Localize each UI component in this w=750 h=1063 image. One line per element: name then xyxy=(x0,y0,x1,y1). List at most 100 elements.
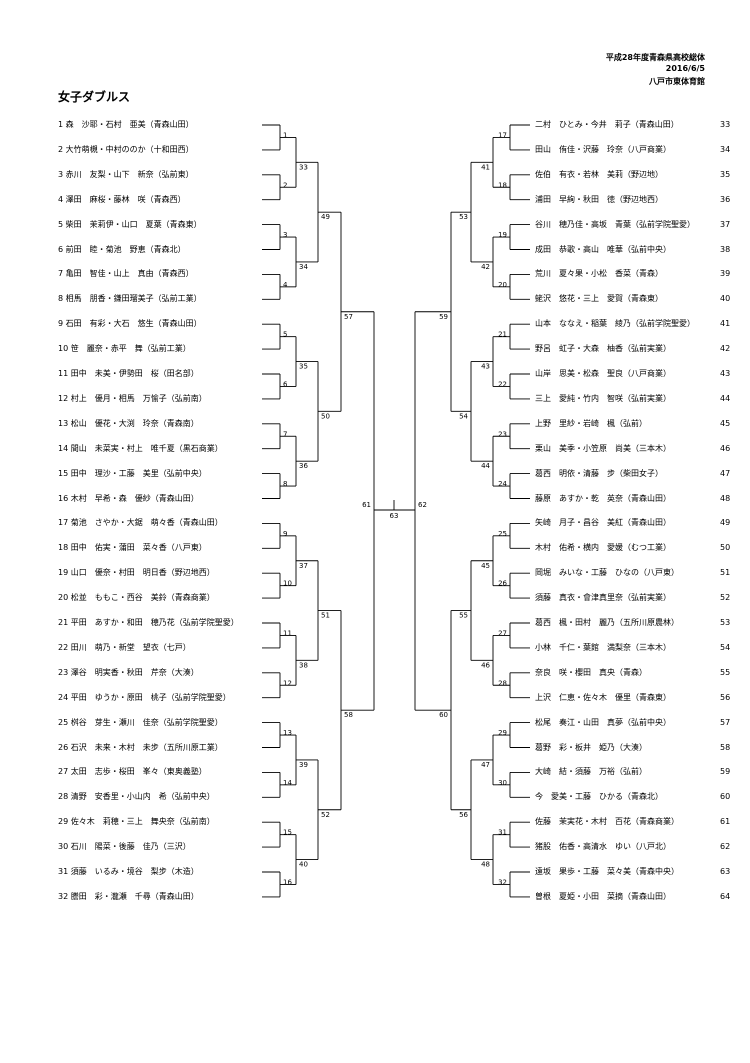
left-entry: 5 柴田 茉莉伊・山口 夏葉（青森東） xyxy=(58,219,202,229)
right-seed-number: 40 xyxy=(720,294,731,304)
right-seed-number: 37 xyxy=(720,219,731,229)
right-seed-number: 44 xyxy=(720,393,731,403)
right-seed-number: 54 xyxy=(720,642,731,652)
match-label: 35 xyxy=(299,363,308,371)
match-label: 54 xyxy=(459,412,468,420)
right-entry: 荒川 夏々果・小松 香菜（青森） xyxy=(535,269,663,279)
right-entry: 三上 愛純・竹内 智咲（弘前実業） xyxy=(535,393,671,403)
match-label: 57 xyxy=(344,313,353,321)
match-label: 43 xyxy=(481,363,490,371)
right-seed-number: 45 xyxy=(720,418,731,428)
right-seed-number: 57 xyxy=(720,717,731,727)
right-seed-number: 58 xyxy=(720,742,731,752)
match-label: 39 xyxy=(299,761,308,769)
match-label: 19 xyxy=(498,231,507,239)
right-entry: 谷川 穂乃佳・高坂 青葉（弘前学院聖愛） xyxy=(535,219,695,229)
match-label: 15 xyxy=(283,829,292,837)
match-label: 2 xyxy=(283,181,287,189)
left-entry: 10 笹 麗奈・赤平 舞（弘前工業） xyxy=(58,344,191,354)
right-seed-number: 48 xyxy=(720,493,731,503)
match-label: 21 xyxy=(498,331,507,339)
right-seed-number: 49 xyxy=(720,518,731,528)
match-label: 40 xyxy=(299,861,308,869)
right-seed-number: 59 xyxy=(720,767,731,777)
left-entry: 4 澤田 麻桜・藤林 咲（青森西） xyxy=(58,194,186,204)
right-seed-number: 53 xyxy=(720,618,731,627)
match-label: 42 xyxy=(481,263,490,271)
right-entry: 二村 ひとみ・今井 莉子（青森山田） xyxy=(535,120,679,129)
left-entry: 7 亀田 智佳・山上 真由（青森西） xyxy=(58,269,194,279)
left-entry: 19 山口 優奈・村田 明日香（野辺地西） xyxy=(58,568,215,578)
right-seed-number: 56 xyxy=(720,692,731,702)
right-entry: 須藤 真衣・會津真里奈（弘前実業） xyxy=(535,593,671,603)
match-label: 7 xyxy=(283,430,287,438)
match-label: 28 xyxy=(498,679,507,687)
left-entry: 21 平田 あすか・和田 穂乃花（弘前学院聖愛） xyxy=(58,618,239,627)
right-seed-number: 33 xyxy=(720,120,731,129)
match-label: 16 xyxy=(283,878,292,886)
match-label: 44 xyxy=(481,462,490,470)
match-label: 50 xyxy=(321,412,330,420)
right-entry: 奈良 咲・櫻田 真央（青森） xyxy=(535,667,647,677)
left-entry: 17 菊池 さやか・大鋸 萌々香（青森山田） xyxy=(58,518,223,528)
match-label: 62 xyxy=(418,501,427,509)
match-label: 48 xyxy=(481,861,490,869)
match-label: 33 xyxy=(299,163,308,171)
match-label: 52 xyxy=(321,811,330,819)
right-entry: 葛西 楓・田村 麗乃（五所川原農林） xyxy=(535,618,679,627)
left-entry: 29 佐々木 莉穂・三上 舞央奈（弘前南） xyxy=(58,817,215,827)
match-label: 47 xyxy=(481,761,490,769)
right-entry: 葛西 明依・清藤 步（柴田女子） xyxy=(535,468,663,478)
match-label: 58 xyxy=(344,711,353,719)
right-seed-number: 50 xyxy=(720,543,731,553)
right-seed-number: 36 xyxy=(720,194,731,204)
right-entry: 栗山 美季・小笠原 尚美（三本木） xyxy=(535,443,671,453)
left-entry: 15 田中 理沙・工藤 美里（弘前中央） xyxy=(58,468,207,478)
right-entry: 山本 ななえ・稲葉 綾乃（弘前学院聖愛） xyxy=(535,319,695,329)
right-seed-number: 55 xyxy=(720,667,731,677)
match-label: 38 xyxy=(299,661,308,669)
right-entry: 野呂 虹子・大森 柚香（弘前実業） xyxy=(535,344,671,354)
right-seed-number: 63 xyxy=(720,867,731,876)
match-label: 34 xyxy=(299,263,308,271)
match-label: 12 xyxy=(283,679,292,687)
right-entry: 田山 侑佳・沢藤 玲奈（八戸商業） xyxy=(535,144,671,154)
match-label: 32 xyxy=(498,878,507,886)
match-label: 25 xyxy=(498,530,507,538)
left-entry: 23 澤谷 明実香・秋田 芹奈（大湊） xyxy=(58,667,199,677)
match-label: 22 xyxy=(498,380,507,388)
right-entry: 曽根 夏姫・小田 菜摘（青森山田） xyxy=(535,891,671,901)
match-label: 9 xyxy=(283,530,287,538)
match-label: 18 xyxy=(498,181,507,189)
right-seed-number: 35 xyxy=(720,169,731,179)
right-seed-number: 64 xyxy=(720,891,731,901)
right-seed-number: 52 xyxy=(720,593,731,603)
left-entry: 28 清野 安香里・小山内 希（弘前中央） xyxy=(58,792,215,802)
right-entry: 松尾 奏江・山田 真夢（弘前中央） xyxy=(535,717,671,727)
right-entry: 小林 千仁・葉館 満梨奈（三本木） xyxy=(535,642,671,652)
right-seed-number: 51 xyxy=(720,568,731,578)
right-seed-number: 42 xyxy=(720,344,731,354)
match-label: 1 xyxy=(283,131,287,139)
match-label: 14 xyxy=(283,779,292,787)
left-entry: 30 石川 陽菜・後藤 佳乃（三沢） xyxy=(58,842,191,852)
right-seed-number: 38 xyxy=(720,244,731,254)
match-label: 59 xyxy=(439,313,448,321)
left-entry: 18 田中 佑実・蒲田 菜々香（八戸東） xyxy=(58,543,207,553)
left-entry: 27 太田 志歩・桜田 峯々（東奥義塾） xyxy=(58,767,207,777)
right-entry: 葛野 彩・板井 姫乃（大湊） xyxy=(535,742,647,752)
right-entry: 上野 里紗・岩崎 楓（弘前） xyxy=(535,418,647,428)
left-entry: 1 森 沙耶・石村 亜美（青森山田） xyxy=(58,120,194,129)
right-seed-number: 60 xyxy=(720,792,731,802)
right-seed-number: 43 xyxy=(720,369,731,378)
right-seed-number: 46 xyxy=(720,443,731,453)
right-entry: 成田 恭歌・高山 唯華（弘前中央） xyxy=(535,244,671,254)
event-date: 2016/6/5 xyxy=(665,64,705,73)
match-label: 53 xyxy=(459,213,468,221)
match-label: 31 xyxy=(498,829,507,837)
match-label: 60 xyxy=(439,711,448,719)
match-label: 8 xyxy=(283,480,287,488)
match-label: 10 xyxy=(283,580,292,588)
right-seed-number: 34 xyxy=(720,144,731,154)
right-seed-number: 61 xyxy=(720,817,731,827)
